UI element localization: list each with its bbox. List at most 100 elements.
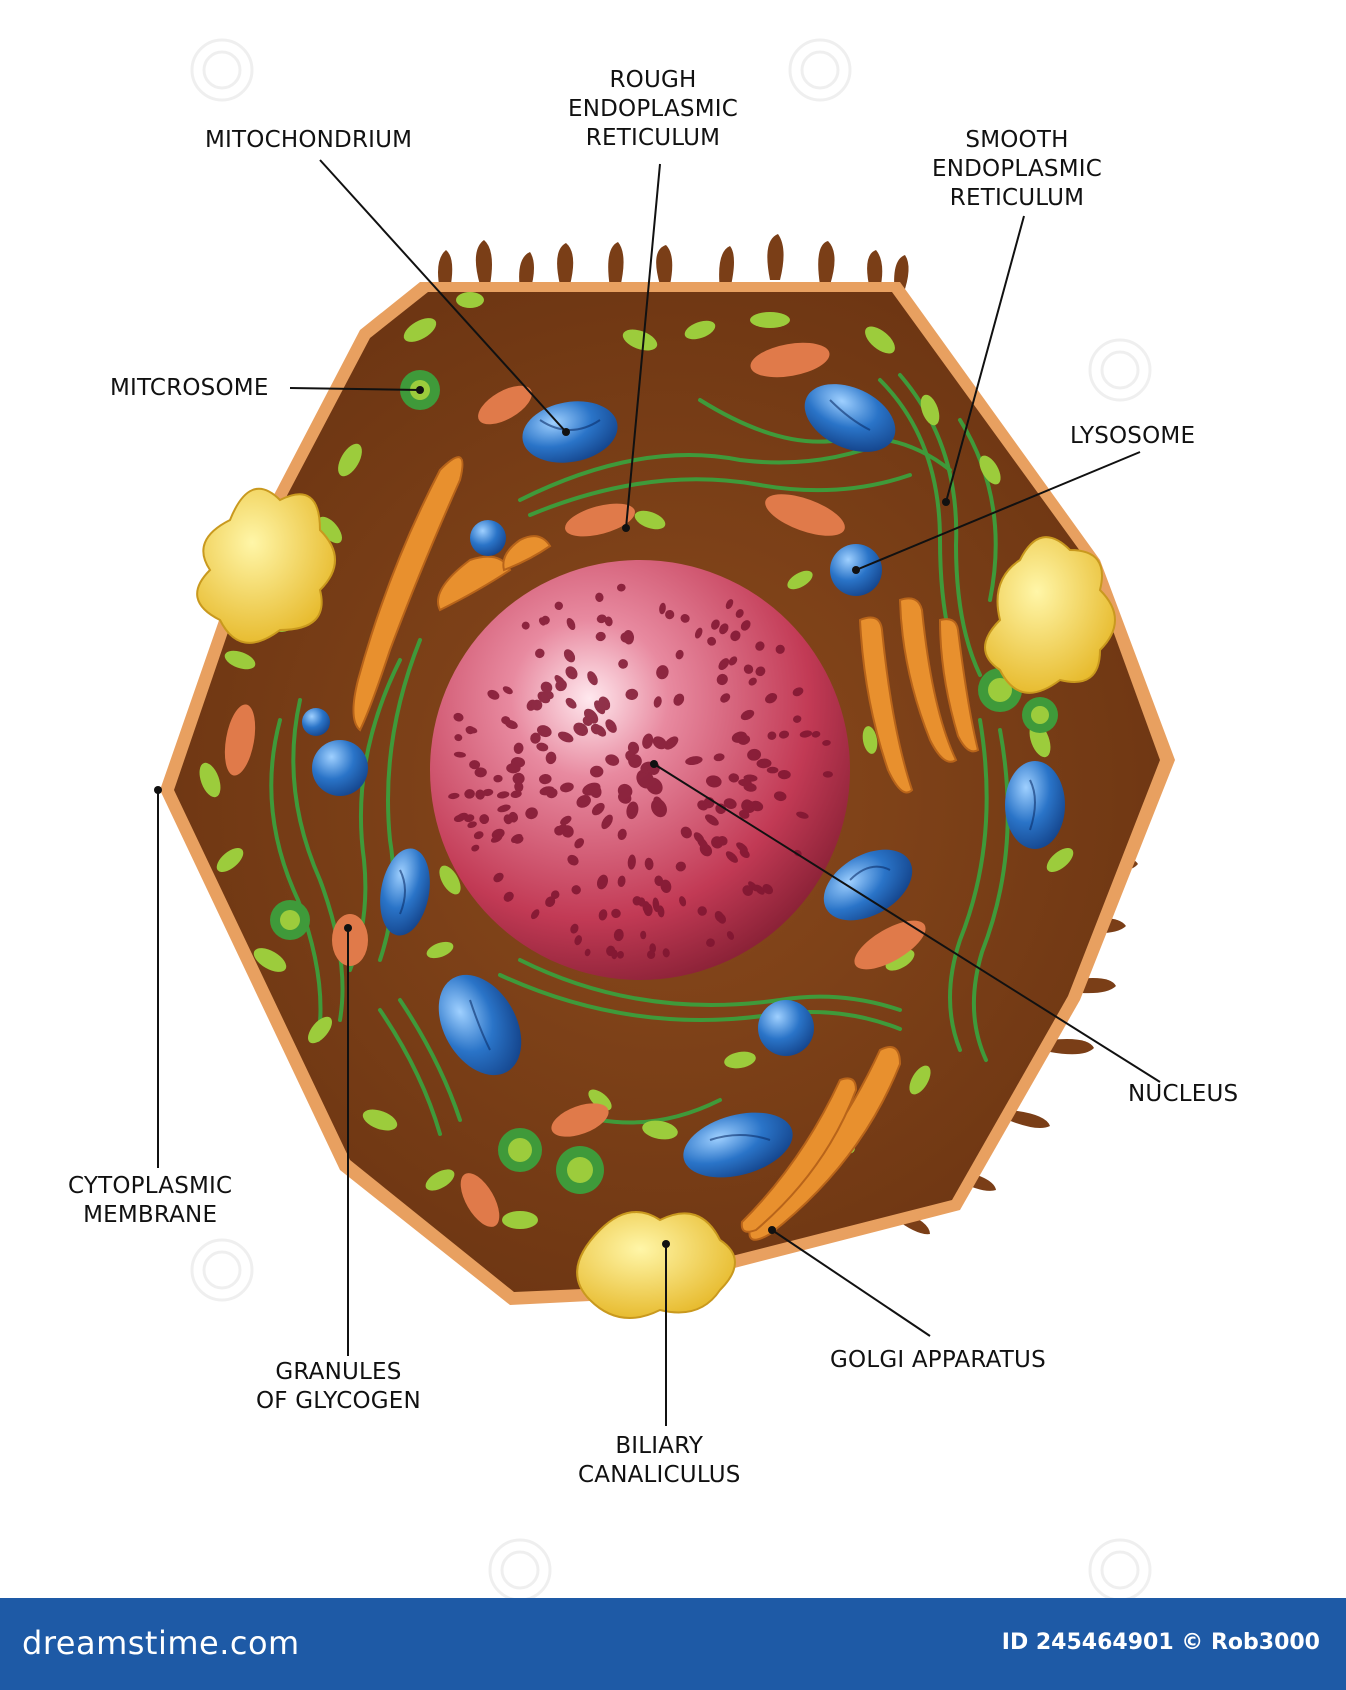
nuclear-pore (514, 781, 524, 793)
nuclear-pore (680, 614, 690, 623)
nuclear-pore (726, 931, 735, 940)
nuclear-pore (536, 725, 552, 738)
nuclear-pore (811, 731, 821, 738)
nuclear-pore (464, 789, 475, 799)
nuclear-pore (730, 630, 741, 642)
nuclear-pore (567, 854, 579, 866)
nuclear-pore (743, 774, 758, 782)
nuclear-pore (642, 733, 654, 749)
nuclear-pore (560, 782, 574, 793)
label-mitcrosome: MITCROSOME (110, 375, 269, 401)
nuclear-pore (711, 836, 724, 849)
nuclear-pore (725, 851, 738, 863)
nuclear-pore (728, 656, 738, 666)
nucleus-body (430, 560, 850, 980)
nuclear-pore (718, 658, 730, 671)
nuclear-pore (656, 665, 669, 680)
label-golgi-apparatus: GOLGI APPARATUS (830, 1347, 1046, 1373)
nuclear-pore (799, 730, 813, 738)
nuclear-pore (479, 814, 490, 825)
nuclear-pore (570, 923, 579, 934)
footer-bar: dreamstime.com ID 245464901 © Rob3000 (0, 1598, 1346, 1690)
nuclear-pore (740, 620, 751, 631)
nuclear-pore (665, 609, 675, 620)
label-biliary-canaliculus: BILIARY CANALICULUS (578, 1433, 741, 1488)
glycogen-granules (224, 342, 926, 1227)
label-smooth-endoplasmic-reticulum: SMOOTH ENDOPLASMIC RETICULUM (932, 127, 1102, 211)
label-nucleus: NUCLEUS (1128, 1081, 1239, 1107)
nuclear-pore (565, 697, 577, 709)
nuclear-pore (566, 617, 576, 631)
nuclear-pore (778, 730, 790, 739)
nuclear-pore (595, 631, 606, 642)
nuclear-pore (714, 911, 725, 923)
nuclear-pore (626, 801, 639, 820)
nuclear-pore (617, 951, 624, 959)
mitochondria (380, 384, 1065, 1178)
nuclear-pore (762, 883, 774, 895)
nuclear-pore (530, 732, 541, 744)
nuclear-pore (723, 798, 737, 809)
nuclear-pore (775, 644, 785, 654)
nuclear-pore (594, 700, 606, 715)
nuclear-pore (554, 824, 567, 835)
nuclear-pore (767, 731, 777, 740)
nuclear-pore (707, 636, 717, 646)
nuclear-pore (510, 790, 522, 799)
nuclear-pore (601, 814, 613, 830)
nuclear-pore (513, 742, 524, 754)
nuclear-pore (728, 773, 740, 783)
nuclear-pore (545, 896, 556, 908)
nuclear-pore (659, 602, 666, 615)
nuclear-pore (616, 583, 626, 592)
nuclear-pore (510, 757, 526, 768)
nuclear-pore (617, 783, 633, 799)
nuclear-pore (638, 897, 646, 907)
nuclear-pore (545, 751, 557, 765)
nuclear-pore (565, 666, 578, 680)
footer-brand[interactable]: dreamstime.com (22, 1624, 300, 1662)
nuclear-pore (448, 792, 460, 800)
nuclear-pore (796, 811, 809, 819)
leader-dots (154, 386, 950, 1248)
nuclear-pore (719, 623, 729, 635)
nuclear-pore (596, 874, 609, 890)
nuclear-pore (526, 699, 537, 711)
nuclear-pore (557, 731, 574, 743)
footer-credit: ID 245464901 © Rob3000 (1001, 1630, 1320, 1655)
nuclear-pore (675, 649, 684, 660)
nuclear-pore (653, 696, 662, 708)
nuclear-pore (493, 774, 503, 783)
nuclear-pore (590, 765, 604, 778)
nuclear-pore (535, 648, 545, 659)
nuclear-pore (538, 617, 547, 626)
nuclear-pore (792, 715, 802, 723)
nuclear-pore (493, 872, 504, 883)
nuclear-pore (731, 731, 747, 743)
nuclear-pore (613, 928, 624, 942)
nuclear-pore (623, 629, 635, 645)
nuclear-pore (735, 609, 744, 618)
nuclear-pore (627, 854, 636, 870)
nuclear-pore (822, 771, 834, 778)
nuclear-pore (550, 890, 560, 900)
nuclear-pore (487, 689, 500, 700)
nuclear-pore (540, 681, 553, 694)
nuclear-pore (503, 891, 514, 902)
nuclear-pore (742, 885, 753, 896)
nuclear-pore (743, 664, 754, 674)
label-cytoplasmic-membrane: CYTOPLASMIC MEMBRANE (68, 1173, 233, 1228)
nuclear-pore (514, 835, 524, 844)
nuclear-pore (617, 828, 627, 840)
nuclear-pore (582, 716, 593, 726)
nuclear-pore (743, 782, 757, 792)
nuclear-pore (697, 837, 709, 850)
nuclear-pore (736, 842, 748, 853)
nuclear-pore (652, 897, 660, 912)
nuclear-pore (706, 938, 715, 948)
nuclear-pore (748, 881, 758, 892)
nuclear-pore (465, 726, 475, 735)
nuclear-pore (525, 807, 538, 820)
nuclear-pore (713, 753, 725, 762)
nuclear-pore (505, 720, 518, 729)
